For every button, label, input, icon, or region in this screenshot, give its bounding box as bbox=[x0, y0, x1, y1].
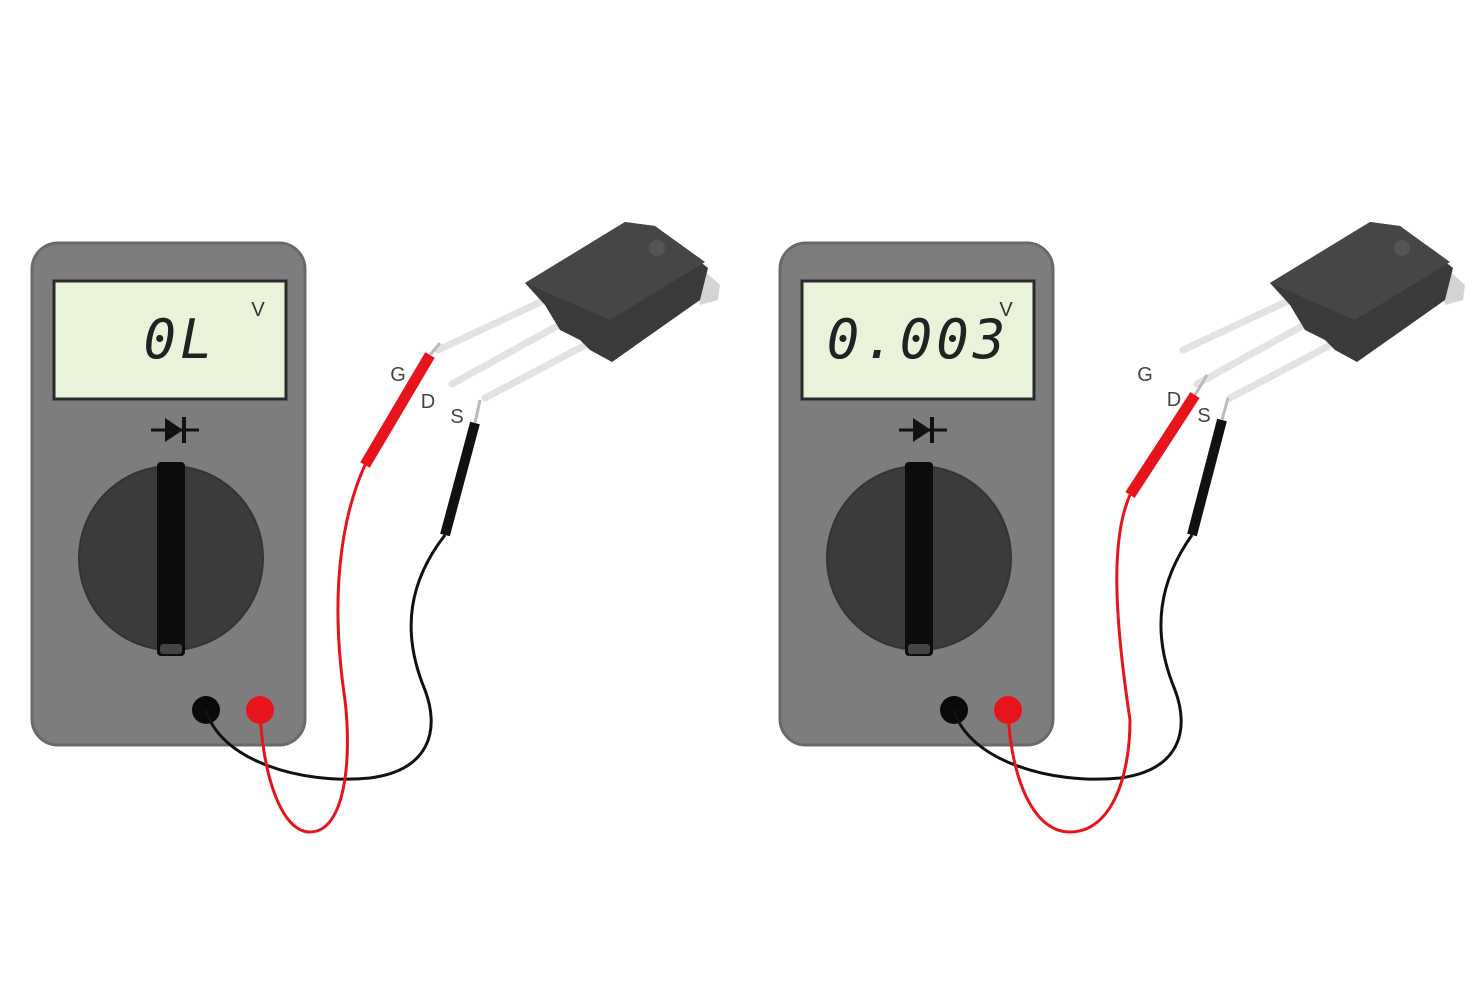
black-lead-wire bbox=[204, 534, 447, 781]
display-unit: V bbox=[251, 299, 265, 321]
pin-label-gate: G bbox=[390, 364, 406, 386]
black-probe bbox=[440, 421, 480, 537]
red-lead-wire bbox=[1006, 494, 1132, 834]
pin-label-gate: G bbox=[1137, 364, 1153, 386]
red-probe bbox=[360, 352, 435, 468]
multimeter-left: 0L V bbox=[30, 241, 307, 747]
display-reading: 0.003 bbox=[827, 308, 1010, 371]
transistor-left bbox=[438, 222, 720, 398]
pin-label-drain: D bbox=[421, 391, 435, 413]
red-lead-wire bbox=[258, 464, 367, 834]
pin-label-source: S bbox=[450, 406, 463, 428]
pin-label-source: S bbox=[1197, 405, 1210, 427]
pin-label-drain: D bbox=[1167, 389, 1181, 411]
display-reading: 0L bbox=[143, 308, 216, 371]
transistor-right bbox=[1183, 222, 1465, 398]
display-unit: V bbox=[999, 299, 1013, 321]
multimeter-right: 0.003 V bbox=[778, 241, 1055, 747]
red-probe bbox=[1125, 392, 1200, 498]
black-probe bbox=[1187, 418, 1227, 537]
black-lead-wire bbox=[952, 534, 1194, 781]
